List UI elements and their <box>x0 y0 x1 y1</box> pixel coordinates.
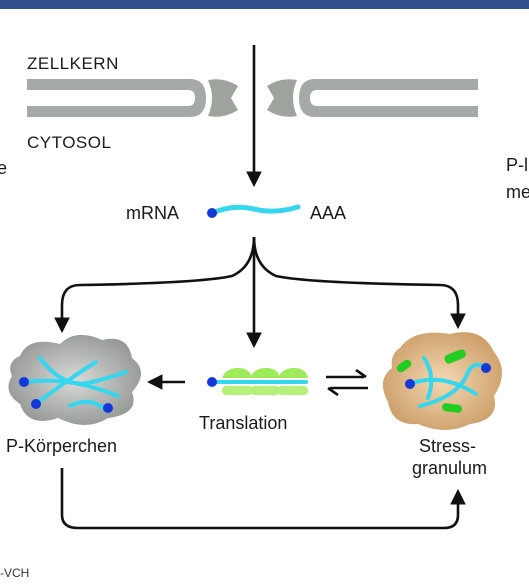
equilibrium-arrows <box>326 368 368 397</box>
stress-granule <box>382 332 502 430</box>
arrow-p-body-to-stress-granule <box>60 468 466 530</box>
mrna-cap <box>207 208 217 218</box>
nuclear-membrane-left <box>27 79 206 117</box>
nuclear-membrane-right <box>299 79 478 117</box>
label-zellkern: ZELLKERN <box>27 54 119 73</box>
mrna-strand <box>209 204 301 216</box>
footer-credit: -VCH <box>0 566 30 580</box>
branch-arrows <box>54 236 466 349</box>
nuclear-pore-left <box>208 79 238 117</box>
label-translation: Translation <box>199 413 288 433</box>
label-cytosol: CYTOSOL <box>27 133 112 152</box>
label-stress-granule-line1: Stress- <box>419 436 477 456</box>
nuclear-pore-right <box>267 79 297 117</box>
label-stress-granule-line2: granulum <box>412 458 488 478</box>
label-poly-a: AAA <box>310 203 347 223</box>
edge-text-left: e <box>0 158 8 178</box>
edge-text-right-2: me <box>506 182 529 202</box>
label-mrna: mRNA <box>126 203 179 223</box>
label-p-koerperchen: P-Körperchen <box>6 436 118 456</box>
top-bar <box>0 0 529 9</box>
edge-text-right-1: P-l <box>506 155 528 175</box>
translation-polysome <box>207 368 308 395</box>
p-body <box>8 334 141 425</box>
